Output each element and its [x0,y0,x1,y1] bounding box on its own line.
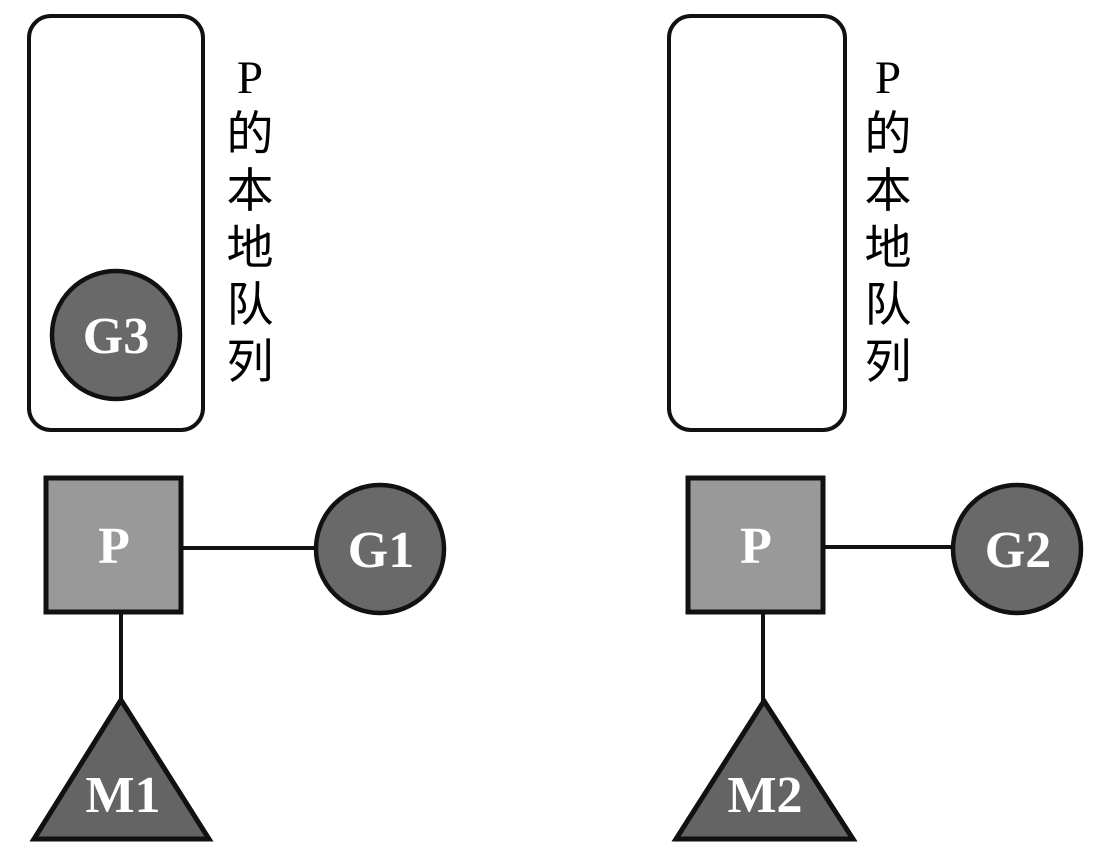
goroutine-label-g1: G1 [348,522,414,579]
goroutine-circle-g3 [49,268,183,402]
queue-label-char: P [874,52,902,104]
queue-label-char: 队 [226,280,274,332]
processor-square-left [43,475,184,615]
machine-label-m1: M1 [85,767,160,824]
local-queue-box-right [667,14,847,432]
machine-triangle-m1 [29,695,214,842]
queue-label-left: P 的 本 地 队 列 [224,50,276,392]
queue-label-char: 地 [226,223,274,275]
queue-label-char: 列 [864,337,912,389]
goroutine-label-g3: G3 [83,308,149,365]
goroutine-circle-g2 [950,482,1084,616]
queue-label-char: 队 [864,280,912,332]
processor-label-left: P [98,518,130,575]
queue-label-char: 的 [864,109,912,161]
queue-label-char: 的 [226,109,274,161]
queue-label-char: 列 [226,337,274,389]
queue-label-char: 本 [226,166,274,218]
processor-square-right [685,475,826,615]
machine-triangle-m2 [671,696,858,842]
goroutine-circle-g1 [313,482,447,616]
machine-label-m2: M2 [727,767,802,824]
queue-label-char: 本 [864,166,912,218]
queue-label-char: 地 [864,223,912,275]
goroutine-label-g2: G2 [985,522,1051,579]
processor-label-right: P [740,518,772,575]
queue-label-char: P [236,52,264,104]
queue-label-right: P 的 本 地 队 列 [862,50,914,392]
